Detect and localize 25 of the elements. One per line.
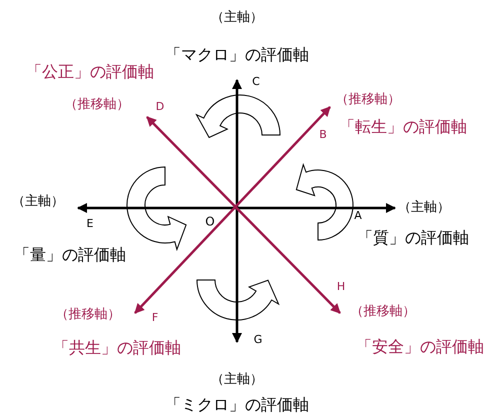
axis-type-label: （推移軸） — [336, 92, 400, 108]
axis-end-label: B — [319, 128, 327, 142]
axis-end-label: A — [354, 210, 362, 222]
axis-title: 「安全」の評価軸 — [356, 338, 484, 356]
axis-title: 「転生」の評価軸 — [339, 118, 467, 136]
axis-title: 「マクロ」の評価軸 — [165, 46, 309, 64]
axis-type-label: （推移軸） — [64, 98, 130, 112]
axis-type-label: （主軸） — [211, 372, 263, 388]
axis-end-label: F — [152, 312, 158, 324]
axis-type-label: （主軸） — [12, 194, 64, 210]
axis-end-label: C — [252, 76, 260, 88]
axis-type-label: （推移軸） — [350, 304, 416, 320]
axis-end-label: D — [156, 100, 164, 114]
axis-title: 「共生」の評価軸 — [53, 339, 181, 357]
axis-title: 「公正」の評価軸 — [26, 63, 154, 81]
axis-title: 「ミクロ」の評価軸 — [165, 396, 309, 414]
axis-end-label: H — [336, 280, 346, 294]
axis-type-label: （主軸） — [211, 10, 263, 26]
axis-type-label: （推移軸） — [56, 308, 120, 322]
axis-end-label: G — [254, 334, 262, 346]
axis-title: 「量」の評価軸 — [14, 246, 126, 264]
axis-end-label: E — [86, 218, 94, 230]
origin-label: O — [205, 215, 215, 229]
axis-title: 「質」の評価軸 — [357, 229, 469, 247]
axis-type-label: （主軸） — [398, 200, 450, 216]
